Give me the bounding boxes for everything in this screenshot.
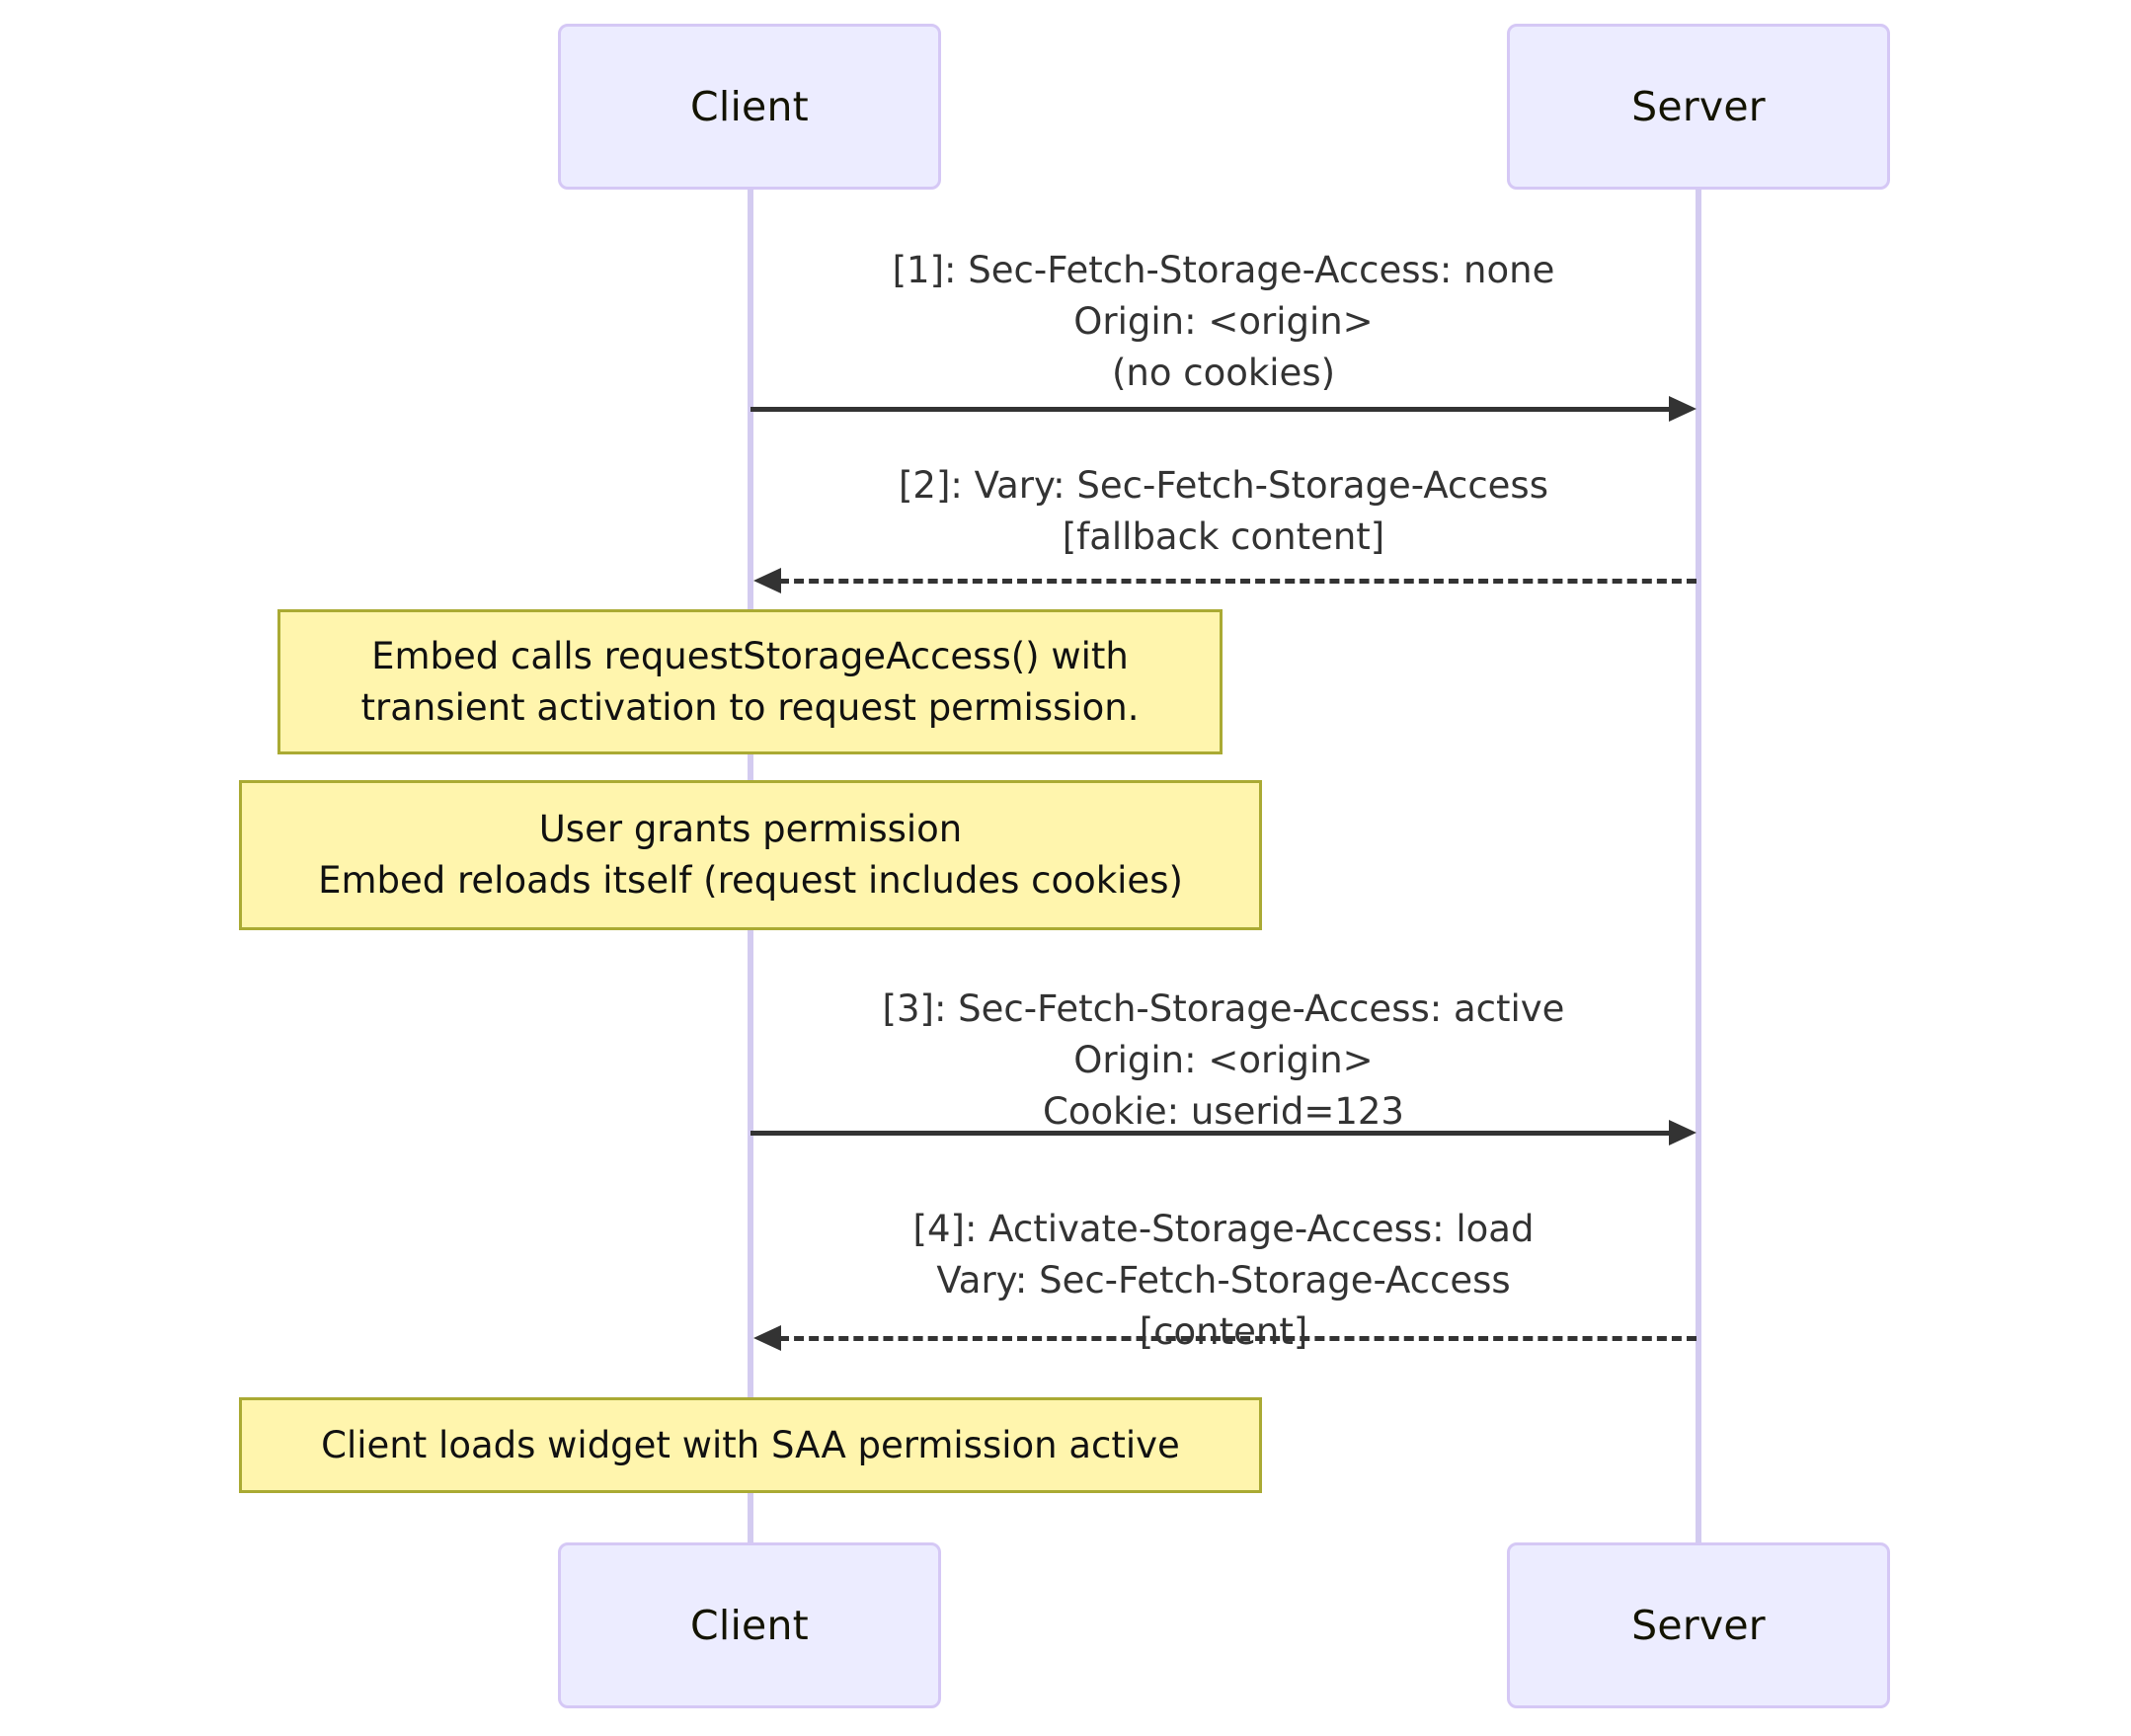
message-3-arrow <box>750 1120 1697 1145</box>
message-4-shaft <box>779 1336 1697 1341</box>
note-user-grants-text: User grants permission Embed reloads its… <box>318 808 1183 902</box>
lifeline-server <box>1696 190 1701 1544</box>
message-1-arrow <box>750 396 1697 422</box>
note-widget-loads-text: Client loads widget with SAA permission … <box>321 1423 1180 1466</box>
message-1-label: [1]: Sec-Fetch-Storage-Access: none Orig… <box>892 249 1555 394</box>
arrowhead-right-icon <box>1669 396 1697 422</box>
participant-server-top[interactable]: Server <box>1507 24 1890 190</box>
message-2-shaft <box>779 579 1697 584</box>
arrowhead-left-icon <box>753 568 781 593</box>
participant-client-bottom[interactable]: Client <box>558 1542 941 1708</box>
participant-server-top-label: Server <box>1631 83 1766 130</box>
message-4-arrow <box>753 1325 1697 1351</box>
participant-server-bottom-label: Server <box>1631 1602 1766 1649</box>
message-2-label: [2]: Vary: Sec-Fetch-Storage-Access [fal… <box>899 464 1548 558</box>
participant-client-top-label: Client <box>690 83 809 130</box>
participant-client-top[interactable]: Client <box>558 24 941 190</box>
note-user-grants: User grants permission Embed reloads its… <box>239 780 1262 930</box>
note-request-permission: Embed calls requestStorageAccess() with … <box>277 609 1223 754</box>
participant-server-bottom[interactable]: Server <box>1507 1542 1890 1708</box>
message-3-label: [3]: Sec-Fetch-Storage-Access: active Or… <box>882 987 1565 1133</box>
participant-client-bottom-label: Client <box>690 1602 809 1649</box>
arrowhead-left-icon <box>753 1325 781 1351</box>
message-1-shaft <box>750 407 1671 412</box>
note-widget-loads: Client loads widget with SAA permission … <box>239 1397 1262 1493</box>
message-2-arrow <box>753 568 1697 593</box>
arrowhead-right-icon <box>1669 1120 1697 1145</box>
message-3-shaft <box>750 1131 1671 1136</box>
note-request-permission-text: Embed calls requestStorageAccess() with … <box>360 634 1140 729</box>
